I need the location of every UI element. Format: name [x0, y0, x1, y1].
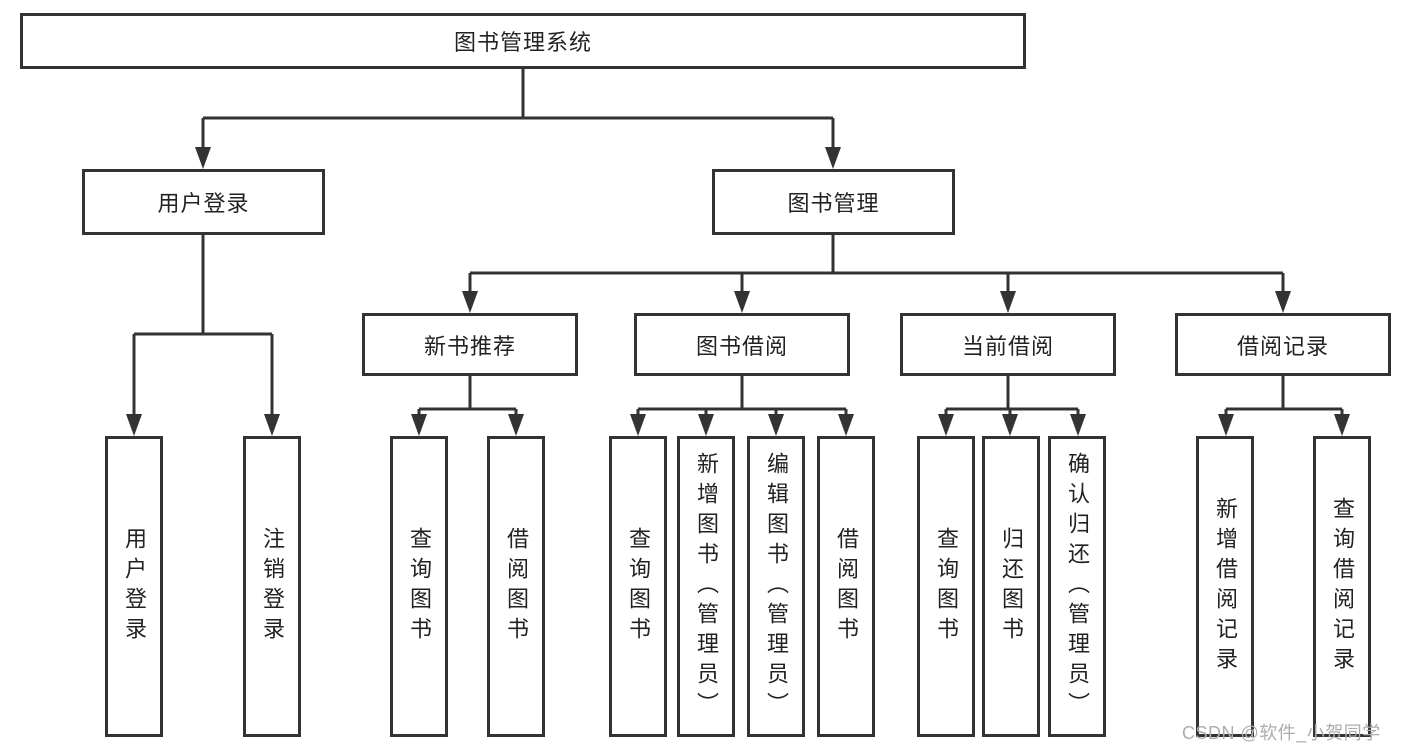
- arrowheads: [126, 147, 1350, 436]
- leaf-query-books-recommend: 查询图书: [390, 436, 448, 737]
- leaf-borrow-books-recommend: 借阅图书: [487, 436, 545, 737]
- leaf-confirm-return-admin: 确认归还（管理员）: [1048, 436, 1106, 737]
- csdn-watermark: CSDN @软件_小贺同学: [1182, 723, 1381, 743]
- leaf-label: 新增借阅记录: [1213, 496, 1238, 677]
- leaf-label: 查询图书: [407, 526, 432, 647]
- node-book-borrowing: 图书借阅: [634, 313, 850, 376]
- node-label: 借阅记录: [1236, 333, 1329, 359]
- node-new-book-recommendation: 新书推荐: [362, 313, 578, 376]
- leaf-add-book-admin: 新增图书（管理员）: [677, 436, 735, 737]
- leaf-label: 注销登录: [260, 526, 285, 647]
- leaf-query-borrow-record: 查询借阅记录: [1313, 436, 1371, 737]
- node-label: 当前借阅: [961, 333, 1054, 359]
- node-borrowing-records: 借阅记录: [1175, 313, 1391, 376]
- leaf-label: 查询图书: [934, 526, 959, 647]
- leaf-label: 用户登录: [122, 526, 147, 647]
- node-label: 图书管理: [787, 191, 880, 216]
- node-user-login: 用户登录: [82, 169, 325, 235]
- node-label: 图书管理系统: [453, 30, 592, 55]
- leaf-logout: 注销登录: [243, 436, 301, 737]
- leaf-label: 查询借阅记录: [1330, 496, 1355, 677]
- leaf-label: 借阅图书: [504, 526, 529, 647]
- leaf-label: 确认归还（管理员）: [1065, 451, 1090, 722]
- leaf-label: 归还图书: [999, 526, 1024, 647]
- node-label: 图书借阅: [695, 333, 788, 359]
- leaf-edit-book-admin: 编辑图书（管理员）: [747, 436, 805, 737]
- leaf-return-book: 归还图书: [982, 436, 1040, 737]
- leaf-label: 借阅图书: [834, 526, 859, 647]
- node-book-management: 图书管理: [712, 169, 955, 235]
- leaf-query-books-borrowing: 查询图书: [609, 436, 667, 737]
- node-library-management-system: 图书管理系统: [20, 13, 1026, 69]
- node-label: 用户登录: [157, 191, 250, 216]
- leaf-borrow-books-borrowing: 借阅图书: [817, 436, 875, 737]
- leaf-label: 查询图书: [626, 526, 651, 647]
- node-label: 新书推荐: [423, 333, 516, 359]
- node-current-borrowing: 当前借阅: [900, 313, 1116, 376]
- leaf-add-borrow-record: 新增借阅记录: [1196, 436, 1254, 737]
- leaf-label: 编辑图书（管理员）: [764, 451, 789, 722]
- leaf-query-books-current: 查询图书: [917, 436, 975, 737]
- leaf-user-login: 用户登录: [105, 436, 163, 737]
- leaf-label: 新增图书（管理员）: [694, 451, 719, 722]
